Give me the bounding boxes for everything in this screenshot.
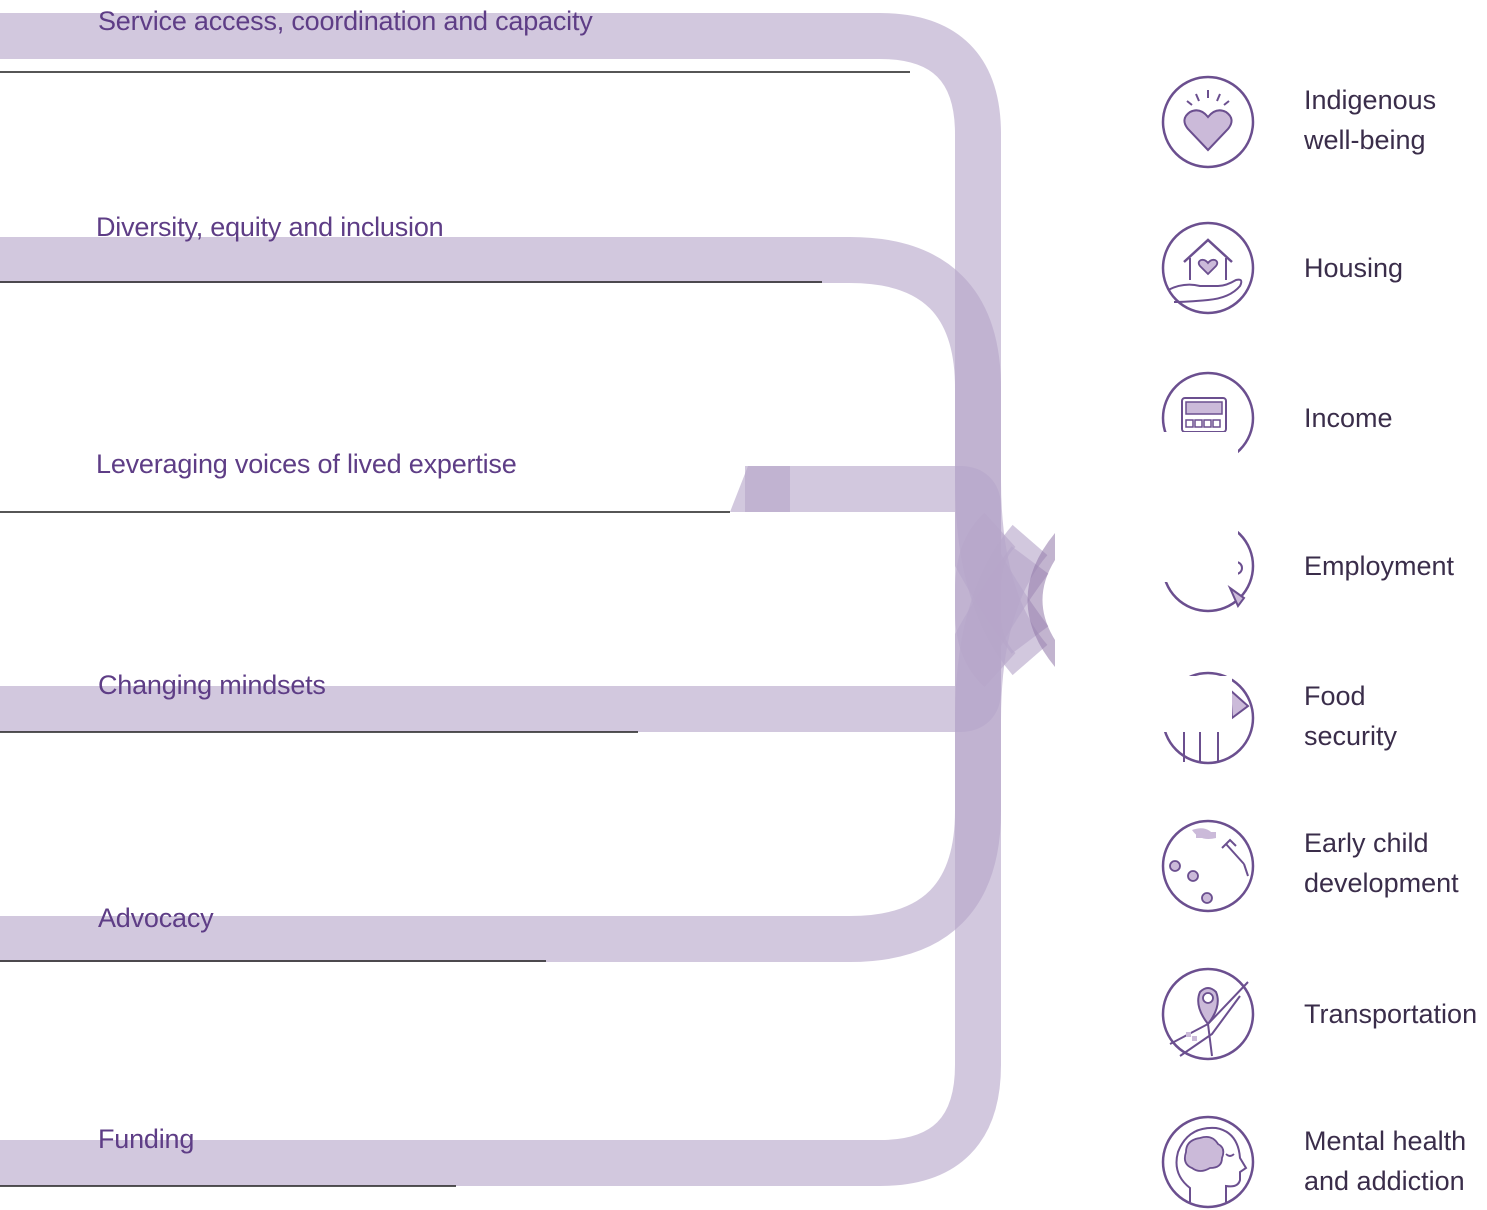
convergence-wedge [1027,533,1055,667]
outcome-label-food-security: Food security [1304,681,1398,751]
outcome-label-employment: Employment [1304,551,1455,581]
band-lived-expertise-entry [730,466,790,512]
lever-label-lived-expertise: Leveraging voices of lived expertise [96,449,517,479]
outcome-label-early-child: Early child development [1304,828,1459,898]
band-funding [0,524,1048,1186]
heart-shine-icon [1160,74,1256,170]
outcome-label-housing: Housing [1304,253,1404,283]
paint-palette-icon [1160,818,1256,914]
map-pin-icon [1160,966,1256,1062]
house-hand-icon [1160,220,1256,316]
brain-head-icon [1160,1114,1256,1210]
icon-mask [1160,676,1232,732]
icon-mask [1160,432,1238,582]
lever-label-diversity: Diversity, equity and inclusion [96,212,444,242]
band-advocacy [0,512,1017,962]
band-service-access [0,13,1048,676]
outcome-label-income: Income [1304,403,1393,433]
lever-label-changing-mindsets: Changing mindsets [98,670,326,700]
lever-label-advocacy: Advocacy [98,903,214,933]
lever-label-funding: Funding [98,1124,195,1154]
outcome-label-indigenous: Indigenous well-being [1304,85,1437,155]
outcome-label-transportation: Transportation [1304,999,1478,1029]
outcome-label-mental-health: Mental health and addiction [1304,1126,1467,1196]
lever-label-service-access: Service access, coordination and capacit… [98,6,593,36]
